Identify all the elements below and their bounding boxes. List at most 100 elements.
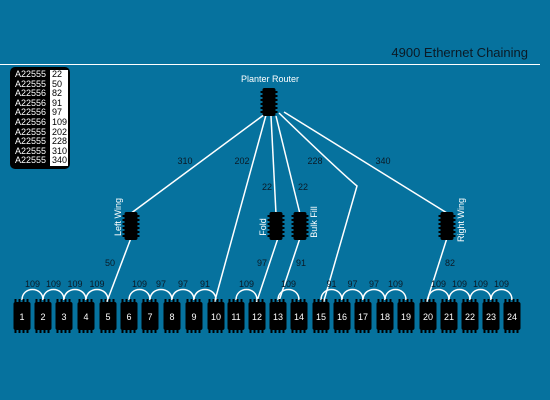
row-number: 1: [19, 312, 24, 322]
cable-length-label: 228: [307, 156, 322, 166]
legend-part-number: A22556: [15, 117, 47, 127]
row-number: 6: [126, 312, 131, 322]
row-module-pin: [146, 299, 149, 302]
row-module-pin: [338, 299, 341, 302]
switch-pin: [282, 219, 285, 221]
switch-pin: [267, 231, 270, 233]
row-module-pin: [43, 299, 46, 302]
row-module-body: [376, 302, 394, 330]
row-module-pin: [208, 330, 211, 333]
row-module-body: [227, 302, 245, 330]
row-module-pin: [512, 299, 515, 302]
row-module-pin: [78, 299, 81, 302]
row-module-pin: [317, 330, 320, 333]
row-module-pin: [212, 330, 215, 333]
row-module-pin: [466, 299, 469, 302]
row-module-pin: [424, 330, 427, 333]
row-module-body: [440, 302, 458, 330]
switch-right-wing: [438, 212, 456, 240]
row-module: 16: [333, 299, 351, 333]
row-module-pin: [64, 330, 67, 333]
legend-part-number: A22556: [15, 89, 47, 99]
switch-pin: [137, 219, 140, 221]
row-module: 4: [77, 299, 95, 333]
row-module-pin: [68, 330, 71, 333]
row-module-pin: [176, 330, 179, 333]
row-module-pin: [86, 330, 89, 333]
row-module-pin: [142, 299, 145, 302]
row-module-pin: [406, 299, 409, 302]
switch-pin: [453, 235, 456, 237]
switch-pin: [267, 235, 270, 237]
legend-part-number: A22556: [15, 98, 47, 108]
chain-cable: [193, 288, 217, 301]
row-module-pin: [398, 299, 401, 302]
row-module-pin: [194, 330, 197, 333]
row-module-pin: [363, 330, 366, 333]
switch-pin: [137, 223, 140, 225]
row-module-pin: [212, 299, 215, 302]
switch-pin: [291, 223, 294, 225]
row-module-pin: [295, 330, 298, 333]
cable-left-wing: [129, 113, 266, 215]
row-module-pin: [164, 330, 167, 333]
row-module-pin: [253, 299, 256, 302]
row-module-pin: [208, 299, 211, 302]
row-module-body: [269, 302, 287, 330]
row-module-pin: [90, 299, 93, 302]
row-module-pin: [194, 299, 197, 302]
row-module-pin: [35, 330, 38, 333]
switch-pin: [282, 235, 285, 237]
row-module-pin: [278, 330, 281, 333]
row-module: 7: [141, 299, 159, 333]
switch-pin: [306, 227, 309, 229]
chain-cable: [469, 288, 492, 301]
row-module-pin: [483, 299, 486, 302]
row-module-pin: [410, 299, 413, 302]
row-module-pin: [257, 299, 260, 302]
row-number: 5: [105, 312, 110, 322]
row-module-pin: [299, 330, 302, 333]
row-module-pin: [90, 330, 93, 333]
row-module-pin: [47, 299, 50, 302]
switch-pin: [275, 99, 278, 101]
row-number: 10: [211, 312, 221, 322]
row-module: 3: [55, 299, 73, 333]
switch-pin: [122, 231, 125, 233]
row-module-pin: [133, 330, 136, 333]
row-module-body: [99, 302, 117, 330]
row-module-pin: [325, 299, 328, 302]
row-module-pin: [249, 299, 252, 302]
row-module-pin: [282, 299, 285, 302]
row-module-body: [333, 302, 351, 330]
row-module-pin: [240, 330, 243, 333]
row-module-pin: [432, 330, 435, 333]
row-module: 20: [419, 299, 437, 333]
row-module-pin: [313, 330, 316, 333]
switch-body: [124, 212, 138, 240]
row-module-pin: [385, 299, 388, 302]
row-module: 11: [227, 299, 245, 333]
row-module-pin: [424, 299, 427, 302]
row-module-pin: [228, 299, 231, 302]
row-module: 10: [207, 299, 225, 333]
row-module-body: [120, 302, 138, 330]
row-module-pin: [172, 299, 175, 302]
legend-part-number: A22555: [15, 146, 47, 156]
row-module-pin: [236, 330, 239, 333]
cable-length-label: 22: [298, 182, 308, 192]
row-module-pin: [60, 299, 63, 302]
row-module-body: [185, 302, 203, 330]
row-module-pin: [470, 330, 473, 333]
switch-router: [260, 88, 278, 116]
row-module-pin: [491, 299, 494, 302]
switch-fold: [267, 212, 285, 240]
row-module: 13: [269, 299, 287, 333]
row-module-body: [141, 302, 159, 330]
row-module-body: [55, 302, 73, 330]
